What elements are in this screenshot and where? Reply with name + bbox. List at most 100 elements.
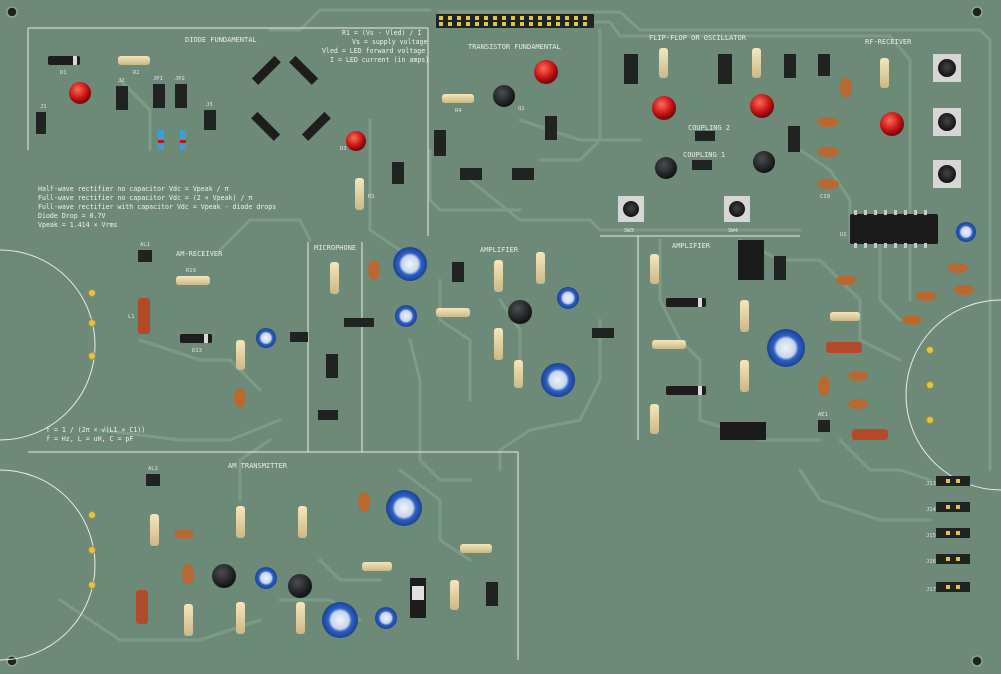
resistor-r25[interactable] — [450, 580, 459, 610]
resistor-r19[interactable] — [176, 276, 210, 285]
resistor-amp2-low[interactable] — [650, 404, 659, 434]
jumper-coupling-2[interactable] — [695, 131, 715, 141]
resistor-ff-1[interactable] — [659, 48, 668, 78]
resistor-r2[interactable] — [118, 56, 150, 65]
cap-c22[interactable] — [848, 399, 868, 409]
cap-c19[interactable] — [817, 179, 839, 189]
switch-sw7-button-icon[interactable] — [938, 165, 956, 183]
cap-c12[interactable] — [255, 567, 277, 589]
transistor-q1[interactable] — [493, 85, 515, 107]
header-j4[interactable] — [434, 130, 446, 156]
resistor-r22[interactable] — [184, 604, 193, 636]
resistor-r24[interactable] — [460, 544, 492, 553]
resistor-am-rx[interactable] — [236, 340, 245, 370]
header-j5[interactable] — [545, 116, 557, 140]
cap-c20[interactable] — [818, 376, 830, 396]
header-j2[interactable] — [116, 86, 128, 110]
cap-c9[interactable] — [256, 328, 276, 348]
header-ff-left[interactable] — [624, 54, 638, 84]
header-ff-right[interactable] — [784, 54, 796, 78]
cap-c17[interactable] — [817, 117, 839, 127]
cap-c23[interactable] — [902, 315, 922, 325]
jumper-jp2[interactable] — [175, 84, 187, 108]
bridge-diode-2[interactable] — [289, 55, 319, 85]
header-j3[interactable] — [204, 110, 216, 130]
jumper-j8[interactable] — [326, 354, 338, 378]
led-ff-1[interactable] — [652, 96, 676, 120]
resistor-r4[interactable] — [442, 94, 474, 103]
switch-sw3-button-icon[interactable] — [623, 201, 639, 217]
cap-c16[interactable] — [375, 607, 397, 629]
cap-c6[interactable] — [368, 260, 380, 280]
led-d3[interactable] — [346, 131, 366, 151]
resistor-r18[interactable] — [362, 562, 392, 571]
header-j7[interactable] — [788, 126, 800, 152]
cap-rf-1[interactable] — [840, 78, 852, 98]
resistor-ff-2[interactable] — [752, 48, 761, 78]
header-j14[interactable] — [936, 502, 970, 512]
resistor-r20-top[interactable] — [298, 506, 307, 538]
cap-c25[interactable] — [948, 263, 968, 273]
header-j13[interactable] — [936, 476, 970, 486]
resistor-rf-1[interactable] — [880, 58, 889, 88]
header-rf-1[interactable] — [818, 54, 830, 76]
header-j6a[interactable] — [460, 168, 482, 180]
resistor-r23[interactable] — [236, 602, 245, 634]
led-ff-2[interactable] — [750, 94, 774, 118]
switch-sw6-button-icon[interactable] — [938, 113, 956, 131]
header-am-out[interactable] — [290, 332, 308, 342]
header-mic[interactable] — [344, 318, 374, 327]
led-d5[interactable] — [534, 60, 558, 84]
diode-d1[interactable] — [48, 56, 80, 65]
resistor-r21[interactable] — [236, 506, 245, 538]
diode-d5[interactable] — [666, 386, 706, 395]
header-j6b[interactable] — [512, 168, 534, 180]
cap-c2[interactable] — [557, 287, 579, 309]
header-j10[interactable] — [592, 328, 614, 338]
header-j11[interactable] — [486, 582, 498, 606]
cap-c8[interactable] — [234, 388, 246, 408]
cap-c1[interactable] — [541, 363, 575, 397]
resistor-r17[interactable] — [650, 254, 659, 284]
resistor-amp1-2[interactable] — [536, 252, 545, 284]
cap-c11[interactable] — [322, 602, 358, 638]
switch-sw1-slider[interactable] — [412, 586, 424, 600]
header-ff-mid[interactable] — [718, 54, 732, 84]
jumper-coupling-1[interactable] — [692, 160, 712, 170]
bridge-diode-4[interactable] — [301, 111, 331, 141]
bridge-diode-1[interactable] — [251, 55, 281, 85]
transistor-q5[interactable] — [288, 574, 312, 598]
cap-c28[interactable] — [956, 222, 976, 242]
transistor-tx-1[interactable] — [212, 564, 236, 588]
resistor-r9[interactable] — [436, 308, 470, 317]
inductor-l3[interactable] — [826, 342, 862, 353]
transistor-q4[interactable] — [753, 151, 775, 173]
inductor-l1[interactable] — [138, 298, 150, 334]
header-diode-out[interactable] — [392, 162, 404, 184]
cap-c20-electrolytic[interactable] — [393, 247, 427, 281]
antenna-ae1[interactable] — [818, 420, 830, 432]
resistor-r1[interactable] — [355, 178, 364, 210]
transistor-q3[interactable] — [655, 157, 677, 179]
header-j9[interactable] — [318, 410, 338, 420]
resistor-r14[interactable] — [494, 328, 503, 360]
resistor-r7[interactable] — [150, 514, 159, 546]
resistor-r13[interactable] — [494, 260, 503, 292]
header-amp1-in[interactable] — [452, 262, 464, 282]
switch-sw5-button-icon[interactable] — [938, 59, 956, 77]
switch-sw4-button-icon[interactable] — [729, 201, 745, 217]
jumper-jp1[interactable] — [153, 84, 165, 108]
transistor-q2[interactable] — [508, 300, 532, 324]
header-amp2-pwr[interactable] — [774, 256, 786, 280]
antenna-al1[interactable] — [138, 250, 152, 262]
cap-c14[interactable] — [182, 564, 194, 584]
cap-tx-1[interactable] — [358, 492, 370, 512]
resistor-r10[interactable] — [330, 262, 339, 294]
resistor-r12[interactable] — [740, 360, 749, 392]
cap-c7[interactable] — [767, 329, 805, 367]
led-rf[interactable] — [880, 112, 904, 136]
resistor-r15[interactable] — [514, 360, 523, 388]
cap-c21[interactable] — [848, 371, 868, 381]
antenna-al2[interactable] — [146, 474, 160, 486]
inductor-l4[interactable] — [852, 429, 888, 440]
